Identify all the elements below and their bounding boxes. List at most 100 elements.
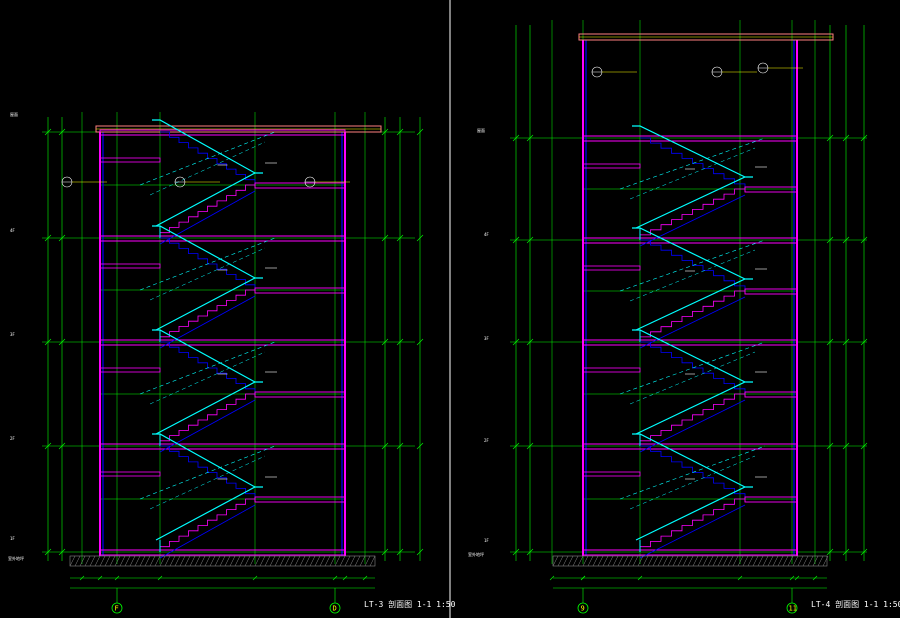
hatch-line (642, 555, 649, 567)
landing-slab (582, 367, 641, 373)
stair-flight-hidden (640, 239, 746, 291)
dimension-tick (381, 338, 389, 346)
hatch-line (677, 555, 684, 567)
dimension-tick (549, 575, 555, 581)
ground-hatch (552, 555, 828, 567)
hatch-line (274, 555, 281, 567)
hatch-line (324, 555, 331, 567)
axis-label-f: F (115, 605, 119, 613)
dimension-tick (381, 128, 389, 136)
dimension-tick (396, 234, 404, 242)
dimension-tick (396, 128, 404, 136)
hatch-line (304, 555, 311, 567)
hatch-line (747, 555, 754, 567)
dimension-tick (637, 575, 643, 581)
hatch-line (737, 555, 744, 567)
hatch-line (369, 555, 376, 567)
hidden-line (629, 351, 756, 405)
dimension-tick (416, 128, 424, 136)
hatch-line (632, 555, 639, 567)
hatch-line (562, 555, 569, 567)
hidden-line (139, 131, 276, 186)
floor-slab (582, 443, 798, 450)
hatch-line (234, 555, 241, 567)
hatch-line (742, 555, 749, 567)
hatch-line (697, 555, 704, 567)
hatch-line (612, 555, 619, 567)
floor-slab (99, 235, 346, 242)
stair-flight (639, 290, 745, 342)
hatch-line (762, 555, 769, 567)
landing-slab (254, 496, 346, 503)
hatch-line (572, 555, 579, 567)
stair-flight (159, 289, 255, 342)
dimension-tick (97, 575, 103, 581)
hatch-line (269, 555, 276, 567)
hatch-line (79, 555, 86, 567)
dimension-tick (826, 442, 834, 450)
dimension-tick (332, 575, 338, 581)
hatch-line (184, 555, 191, 567)
elev-label-2f-lt4: 2F (484, 438, 489, 443)
hatch-line (757, 555, 764, 567)
stair-flight (159, 393, 255, 446)
hatch-line (792, 555, 799, 567)
landing-slab (744, 496, 798, 503)
hatch-line (74, 555, 81, 567)
hatch-line (582, 555, 589, 567)
hatch-line (652, 555, 659, 567)
dimension-tick (860, 236, 868, 244)
dimension-tick (526, 134, 534, 142)
elev-label-roof-lt3: 屋面 (10, 111, 18, 117)
axis-bubble-9 (577, 602, 589, 614)
hatch-line (69, 555, 76, 567)
hatch-line (279, 555, 286, 567)
hatch-line (189, 555, 196, 567)
hatch-line (717, 555, 724, 567)
hatch-line (627, 555, 634, 567)
hatch-line (119, 555, 126, 567)
elev-label-roof-lt4: 屋面 (477, 127, 485, 133)
dimension-tick (812, 575, 818, 581)
hatch-line (289, 555, 296, 567)
dimension-tick (580, 575, 586, 581)
axis-label-11: 11 (789, 605, 797, 613)
dimension-tick (44, 338, 52, 346)
handrail (152, 433, 256, 488)
dimension-tick (79, 575, 85, 581)
dimension-tick (381, 234, 389, 242)
elev-label-1f-lt4: 1F (484, 538, 489, 543)
hatch-line (607, 555, 614, 567)
dimension-tick (44, 128, 52, 136)
drawing-title-lt4: LT-4 剖面图 1-1 1:50 (811, 599, 900, 609)
dimension-tick (860, 134, 868, 142)
handrail (152, 329, 256, 383)
hatch-line (344, 555, 351, 567)
landing-slab (744, 391, 798, 398)
hatch-line (244, 555, 251, 567)
stair-flight (639, 498, 745, 552)
hatch-line (587, 555, 594, 567)
hatch-line (617, 555, 624, 567)
hatch-line (682, 555, 689, 567)
hatch-line (597, 555, 604, 567)
hatch-line (552, 555, 559, 567)
hatch-line (209, 555, 216, 567)
elev-label-ground-lt3: 室外地坪 (8, 555, 24, 561)
dimension-tick (44, 234, 52, 242)
dimension-tick (252, 575, 258, 581)
dimension-tick (58, 234, 66, 242)
floor-slab (99, 339, 346, 346)
dimension-tick (789, 575, 795, 581)
dimension-tick (842, 134, 850, 142)
hatch-line (692, 555, 699, 567)
hatch-line (104, 555, 111, 567)
stair-soffit (639, 504, 746, 559)
landing-slab (254, 287, 346, 294)
dimension-tick (860, 548, 868, 556)
hatch-line (199, 555, 206, 567)
hatch-line (139, 555, 146, 567)
hatch-line (777, 555, 784, 567)
hatch-line (707, 555, 714, 567)
dimension-tick (826, 548, 834, 556)
